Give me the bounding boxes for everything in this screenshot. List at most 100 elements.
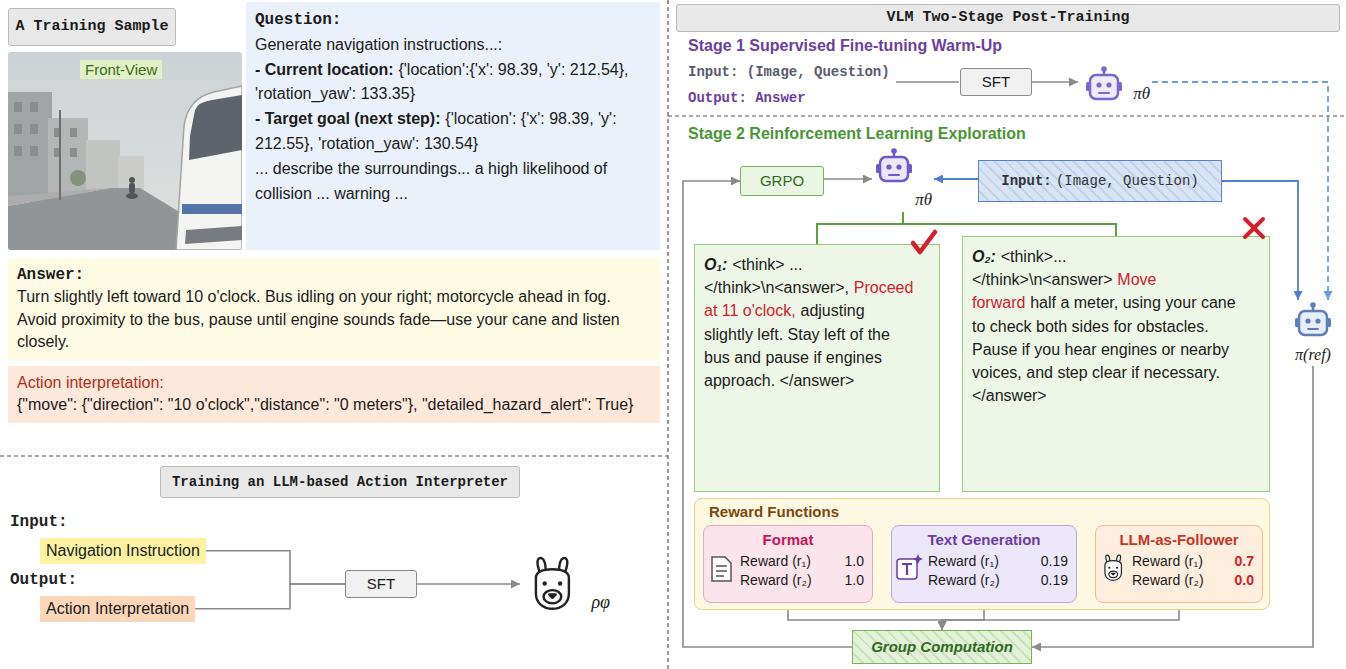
divider-line xyxy=(0,455,668,456)
input-box: Input:(Image, Question) xyxy=(978,160,1222,202)
highlight-box: Navigation Instruction xyxy=(40,538,206,564)
text-line: {"move": {"direction": "10 o'clock","dis… xyxy=(17,394,651,416)
text-line: Action Interpretation xyxy=(46,598,189,620)
process-box: SFT xyxy=(960,68,1032,96)
action-panel: Action interpretation: {"move": {"directi… xyxy=(8,366,660,423)
robot-icon xyxy=(1086,82,1090,91)
connector xyxy=(824,178,872,180)
text-line: LLM-as-Follower xyxy=(1100,530,1258,550)
text-line: SFT xyxy=(367,574,395,594)
text-line: Reward (r₂)1.0 xyxy=(708,571,868,590)
model-icon: πθ xyxy=(1078,58,1152,106)
text-line: πθ xyxy=(1133,83,1150,106)
llama-icon xyxy=(1106,555,1110,563)
robot-icon xyxy=(1308,328,1318,330)
robot-icon xyxy=(880,157,908,181)
node-text: Group Computation xyxy=(871,638,1013,655)
node-text: Answer: xyxy=(17,266,84,284)
node-text: {"move": {"direction": "10 o'clock","dis… xyxy=(17,396,633,413)
reward-box: Text GenerationReward (r₁)0.19Reward (r₂… xyxy=(891,525,1077,603)
node-text: ρφ xyxy=(591,592,610,612)
llama-icon xyxy=(1105,555,1122,580)
node-text: LLM-as-Follower xyxy=(1119,531,1238,548)
node-text: Question: xyxy=(255,11,341,29)
llama-icon xyxy=(549,595,556,598)
label-text: Stage 1 Supervised Fine-tuning Warm-Up xyxy=(688,37,1002,54)
reward-box: FormatReward (r₁)1.0Reward (r₂)1.0 xyxy=(703,525,873,603)
node-text: VLM Two-Stage Post-Training xyxy=(886,9,1129,26)
label-text: Output: xyxy=(10,571,77,589)
header-box: A Training Sample xyxy=(8,8,176,46)
connector xyxy=(1032,81,1078,83)
label-text: Front-View xyxy=(80,60,162,79)
text-line: Group Computation xyxy=(871,637,1013,657)
text-line: Action interpretation: xyxy=(17,372,651,394)
robot-icon xyxy=(876,148,912,181)
node-text: Reward (r₂) xyxy=(1132,571,1204,590)
label-text: Output: Answer xyxy=(688,90,806,106)
check-mark xyxy=(913,232,935,252)
output-box: O₂:<think>... </think>\n<answer>Move for… xyxy=(962,236,1270,492)
text-line: A Training Sample xyxy=(15,16,168,37)
label-text: Stage 2 Reinforcement Learning Explorati… xyxy=(688,125,1026,142)
llama-icon xyxy=(1112,573,1115,575)
document-icon xyxy=(712,557,731,581)
node-text: Input: xyxy=(1001,173,1051,189)
robot-icon xyxy=(1106,82,1111,87)
robot-icon xyxy=(1090,75,1118,99)
llama-icon xyxy=(1116,567,1118,569)
connector xyxy=(195,584,345,609)
node-text: π(ref) xyxy=(1295,346,1331,363)
label-box: Stage 2 Reinforcement Learning Explorati… xyxy=(688,125,1026,143)
robot-icon xyxy=(889,174,899,176)
document-icon xyxy=(712,557,731,581)
label-box: Stage 1 Supervised Fine-tuning Warm-Up xyxy=(688,37,1002,55)
node-text: πθ xyxy=(1133,84,1150,103)
node-text: SFT xyxy=(367,575,395,592)
text-line: Generate navigation instructions...: xyxy=(255,33,651,58)
label-text: Input: (Image, Question) xyxy=(688,64,890,80)
text-line: Answer: xyxy=(17,264,651,286)
node-text: Format xyxy=(763,531,814,548)
node-text: 1.0 xyxy=(845,571,864,590)
node-text: - Current location: xyxy=(255,61,394,78)
question-panel: Question: Generate navigation instruction… xyxy=(246,2,660,250)
connector xyxy=(206,551,345,584)
llama-icon xyxy=(559,558,567,574)
text-line: πθ xyxy=(915,189,932,212)
node-text: 1.0 xyxy=(845,552,864,571)
label-box: Input: xyxy=(10,512,68,531)
node-text: 0.19 xyxy=(1041,552,1068,571)
llama-icon xyxy=(536,569,569,609)
label-box: Front-View xyxy=(80,60,162,79)
node-text: Action Interpretation xyxy=(46,600,189,617)
connector xyxy=(903,212,1116,236)
robot-icon xyxy=(1315,318,1320,323)
robot-icon xyxy=(1310,302,1316,308)
text-line: Format xyxy=(708,530,868,550)
text-line: Text Generation xyxy=(896,530,1072,550)
text-icon xyxy=(897,559,917,579)
reward-panel: Reward FunctionsFormatReward (r₁)1.0Rewa… xyxy=(694,498,1270,610)
reward-box: LLM-as-FollowerReward (r₁)0.7Reward (r₂)… xyxy=(1095,525,1263,603)
node-text: Reward (r₁) xyxy=(928,552,999,571)
connector xyxy=(817,212,903,244)
text-line: ... describe the surroundings... a high … xyxy=(255,157,651,207)
process-box: GRPO xyxy=(740,166,824,196)
robot-icon xyxy=(1295,318,1299,327)
text-line: GRPO xyxy=(760,171,804,191)
robot-icon xyxy=(1101,66,1107,72)
street-photo xyxy=(8,52,242,250)
robot-icon xyxy=(891,148,897,154)
robot-icon xyxy=(886,164,891,169)
robot-icon xyxy=(1096,82,1101,87)
node-text: Reward Functions xyxy=(709,503,839,520)
text-line: Reward Functions xyxy=(709,502,1255,522)
input-line xyxy=(896,81,959,83)
label-box: Input: (Image, Question) xyxy=(688,62,890,80)
llama-icon xyxy=(558,581,562,585)
text-line: Turn slightly left toward 10 o'clock. Bu… xyxy=(17,286,651,353)
